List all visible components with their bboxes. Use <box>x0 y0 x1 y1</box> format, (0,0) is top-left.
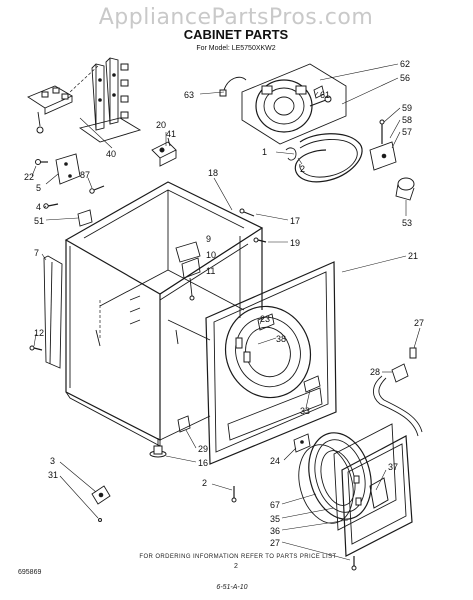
part-label: 59 <box>402 103 412 113</box>
motor-assembly <box>219 63 363 183</box>
top-bracket-parts <box>151 137 177 167</box>
part-label: 58 <box>402 115 412 125</box>
part-label: 1 <box>262 147 267 157</box>
cabinet-screw-12 <box>29 345 43 351</box>
leveling-foot <box>149 415 191 458</box>
page-number: 2 <box>234 563 238 570</box>
part-label: 24 <box>270 456 280 466</box>
part-label: 56 <box>400 73 410 83</box>
part-label: 5 <box>36 183 41 193</box>
part-label: 17 <box>290 216 300 226</box>
part-label: 19 <box>290 238 300 248</box>
cabinet <box>64 181 264 447</box>
left-small-parts <box>35 153 105 227</box>
part-label: 28 <box>370 367 380 377</box>
part-label: 21 <box>408 251 418 261</box>
door-latch-parts <box>91 485 111 522</box>
part-label: 20 <box>156 120 166 130</box>
part-label: 16 <box>198 458 208 468</box>
leader-lines <box>31 63 421 561</box>
part-label: 10 <box>206 250 216 260</box>
door-assembly <box>298 423 413 571</box>
part-label: 41 <box>166 129 176 139</box>
part-label: 61 <box>320 90 330 100</box>
part-label: 2 <box>202 478 207 488</box>
part-label: 33 <box>300 406 310 416</box>
part-labels: 62 56 63 61 59 58 57 1 2 53 20 41 40 22 … <box>24 59 424 548</box>
part-label: 51 <box>34 216 44 226</box>
part-label: 38 <box>276 334 286 344</box>
document-number: 695869 <box>18 569 41 576</box>
watermark: AppliancePartsPros.com <box>99 5 374 30</box>
part-label: 87 <box>80 170 90 180</box>
part-label: 35 <box>270 514 280 524</box>
cabinet-bracket-parts <box>175 241 201 301</box>
diagram-title: CABINET PARTS <box>184 27 289 42</box>
part-label: 12 <box>34 328 44 338</box>
front-panel <box>205 261 337 465</box>
part-label: 29 <box>198 444 208 454</box>
part-label: 67 <box>270 500 280 510</box>
door-hinge-24 <box>293 433 311 453</box>
part-label: 11 <box>206 266 215 276</box>
part-label: 40 <box>106 149 116 159</box>
part-label: 18 <box>208 168 218 178</box>
part-label: 4 <box>36 202 41 212</box>
part-label: 3 <box>50 456 55 466</box>
date-code: 6-51-A-10 <box>216 584 247 591</box>
door-switch-parts <box>373 347 423 437</box>
front-panel-screw <box>231 486 237 503</box>
part-label: 36 <box>270 526 280 536</box>
part-label: 2 <box>300 164 305 174</box>
part-label: 23 <box>260 314 270 324</box>
left-side-strip <box>43 255 63 369</box>
ordering-note: FOR ORDERING INFORMATION REFER TO PARTS … <box>139 554 336 560</box>
part-label: 7 <box>34 248 39 258</box>
idler-parts <box>369 119 415 201</box>
terminal-block-parts <box>27 57 142 143</box>
part-label: 57 <box>402 127 412 137</box>
part-label: 22 <box>24 172 34 182</box>
cabinet-top-screws <box>239 208 267 243</box>
part-label: 63 <box>184 90 194 100</box>
part-label: 31 <box>48 470 58 480</box>
model-line: For Model: LE5750XKW2 <box>196 45 275 52</box>
part-label: 62 <box>400 59 410 69</box>
part-label: 37 <box>388 462 398 472</box>
part-label: 27 <box>270 538 280 548</box>
part-label: 53 <box>402 218 412 228</box>
part-label: 27 <box>414 318 424 328</box>
part-label: 9 <box>206 234 211 244</box>
